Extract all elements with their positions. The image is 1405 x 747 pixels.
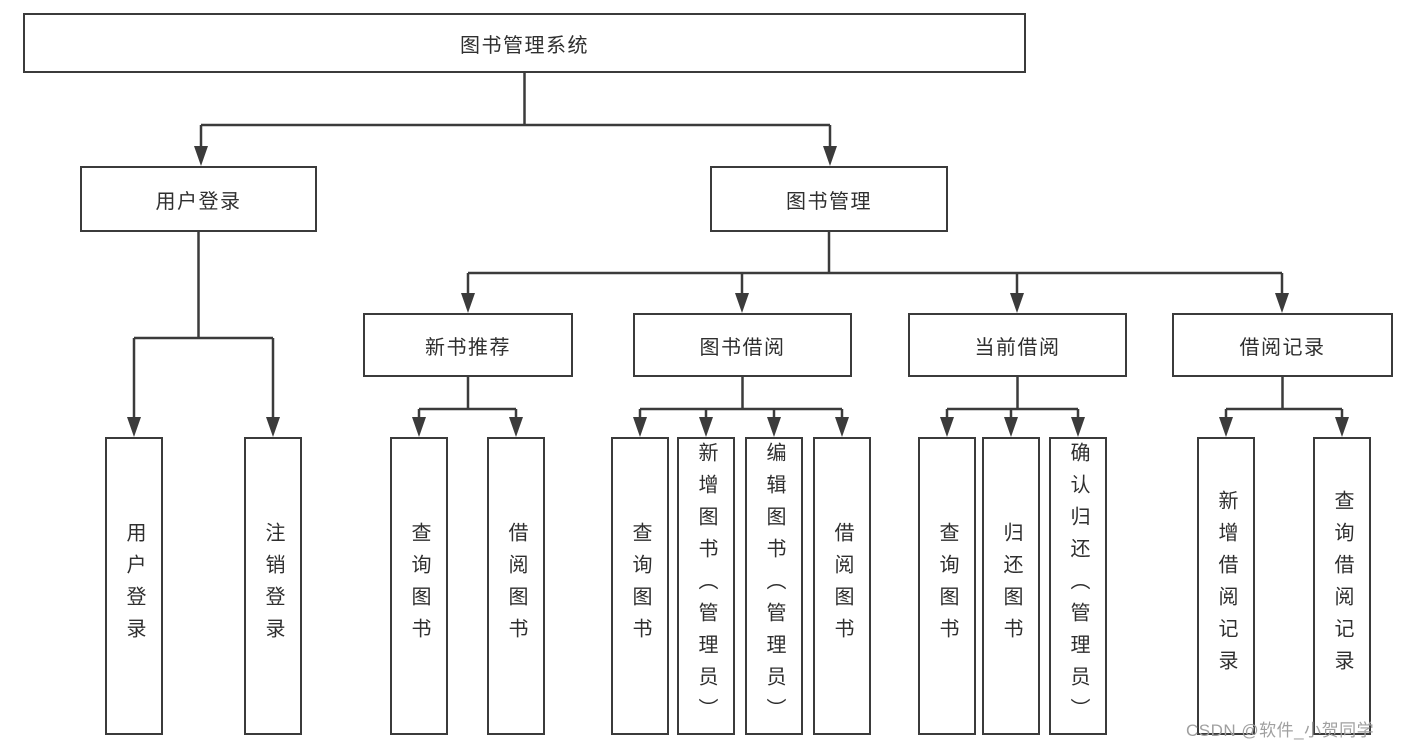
connector-root-to-level2 [199, 73, 832, 149]
node-book-management-label: 图书管理 [786, 190, 872, 213]
node-new-book-recommendation-label: 新书推荐 [425, 336, 511, 359]
connector-borrow-records-children [1224, 377, 1344, 419]
leaf-borrow-books-borrow-label: 借阅图书 [831, 522, 853, 650]
leaf-add-borrow-record-label: 新增借阅记录 [1215, 490, 1237, 682]
leaf-add-book-admin: 新增图书（管理员） [677, 437, 735, 735]
leaf-logout-label: 注销登录 [262, 522, 284, 650]
connector-current-borrow-children [945, 377, 1080, 419]
leaf-user-login-label: 用户登录 [123, 522, 145, 650]
leaf-borrow-books-recommend: 借阅图书 [487, 437, 545, 735]
node-book-management: 图书管理 [710, 166, 948, 232]
node-current-borrowing: 当前借阅 [908, 313, 1127, 377]
leaf-query-books-borrow-label: 查询图书 [629, 522, 651, 650]
leaf-add-book-admin-label: 新增图书（管理员） [695, 442, 717, 730]
node-root: 图书管理系统 [23, 13, 1026, 73]
leaf-user-login: 用户登录 [105, 437, 163, 735]
node-borrowing-records: 借阅记录 [1172, 313, 1393, 377]
leaf-query-books-borrow: 查询图书 [611, 437, 669, 735]
connector-new-book-children [417, 377, 518, 419]
leaf-return-book: 归还图书 [982, 437, 1040, 735]
node-borrowing-records-label: 借阅记录 [1239, 336, 1326, 359]
leaf-confirm-return-admin-label: 确认归还（管理员） [1067, 442, 1089, 730]
leaf-query-books-current-label: 查询图书 [936, 522, 958, 650]
connector-user-login-children [132, 232, 275, 419]
node-book-borrowing: 图书借阅 [633, 313, 852, 377]
leaf-add-borrow-record: 新增借阅记录 [1197, 437, 1255, 735]
connector-book-borrow-children [638, 377, 844, 419]
node-current-borrowing-label: 当前借阅 [974, 336, 1061, 359]
leaf-query-borrow-record-label: 查询借阅记录 [1331, 490, 1353, 682]
leaf-query-books-recommend: 查询图书 [390, 437, 448, 735]
node-new-book-recommendation: 新书推荐 [363, 313, 573, 377]
leaf-borrow-books-borrow: 借阅图书 [813, 437, 871, 735]
leaf-return-book-label: 归还图书 [1000, 522, 1022, 650]
leaf-logout: 注销登录 [244, 437, 302, 735]
node-book-borrowing-label: 图书借阅 [699, 336, 786, 359]
node-user-login: 用户登录 [80, 166, 317, 232]
connector-book-management-children [466, 232, 1284, 295]
leaf-edit-book-admin: 编辑图书（管理员） [745, 437, 803, 735]
leaf-query-books-current: 查询图书 [918, 437, 976, 735]
leaf-query-borrow-record: 查询借阅记录 [1313, 437, 1371, 735]
node-root-label: 图书管理系统 [460, 34, 589, 57]
leaf-borrow-books-recommend-label: 借阅图书 [505, 522, 527, 650]
leaf-confirm-return-admin: 确认归还（管理员） [1049, 437, 1107, 735]
leaf-edit-book-admin-label: 编辑图书（管理员） [763, 442, 785, 730]
csdn-watermark: CSDN @软件_小贺同学 [1186, 721, 1375, 740]
node-user-login-label: 用户登录 [155, 190, 242, 213]
leaf-query-books-recommend-label: 查询图书 [408, 522, 430, 650]
